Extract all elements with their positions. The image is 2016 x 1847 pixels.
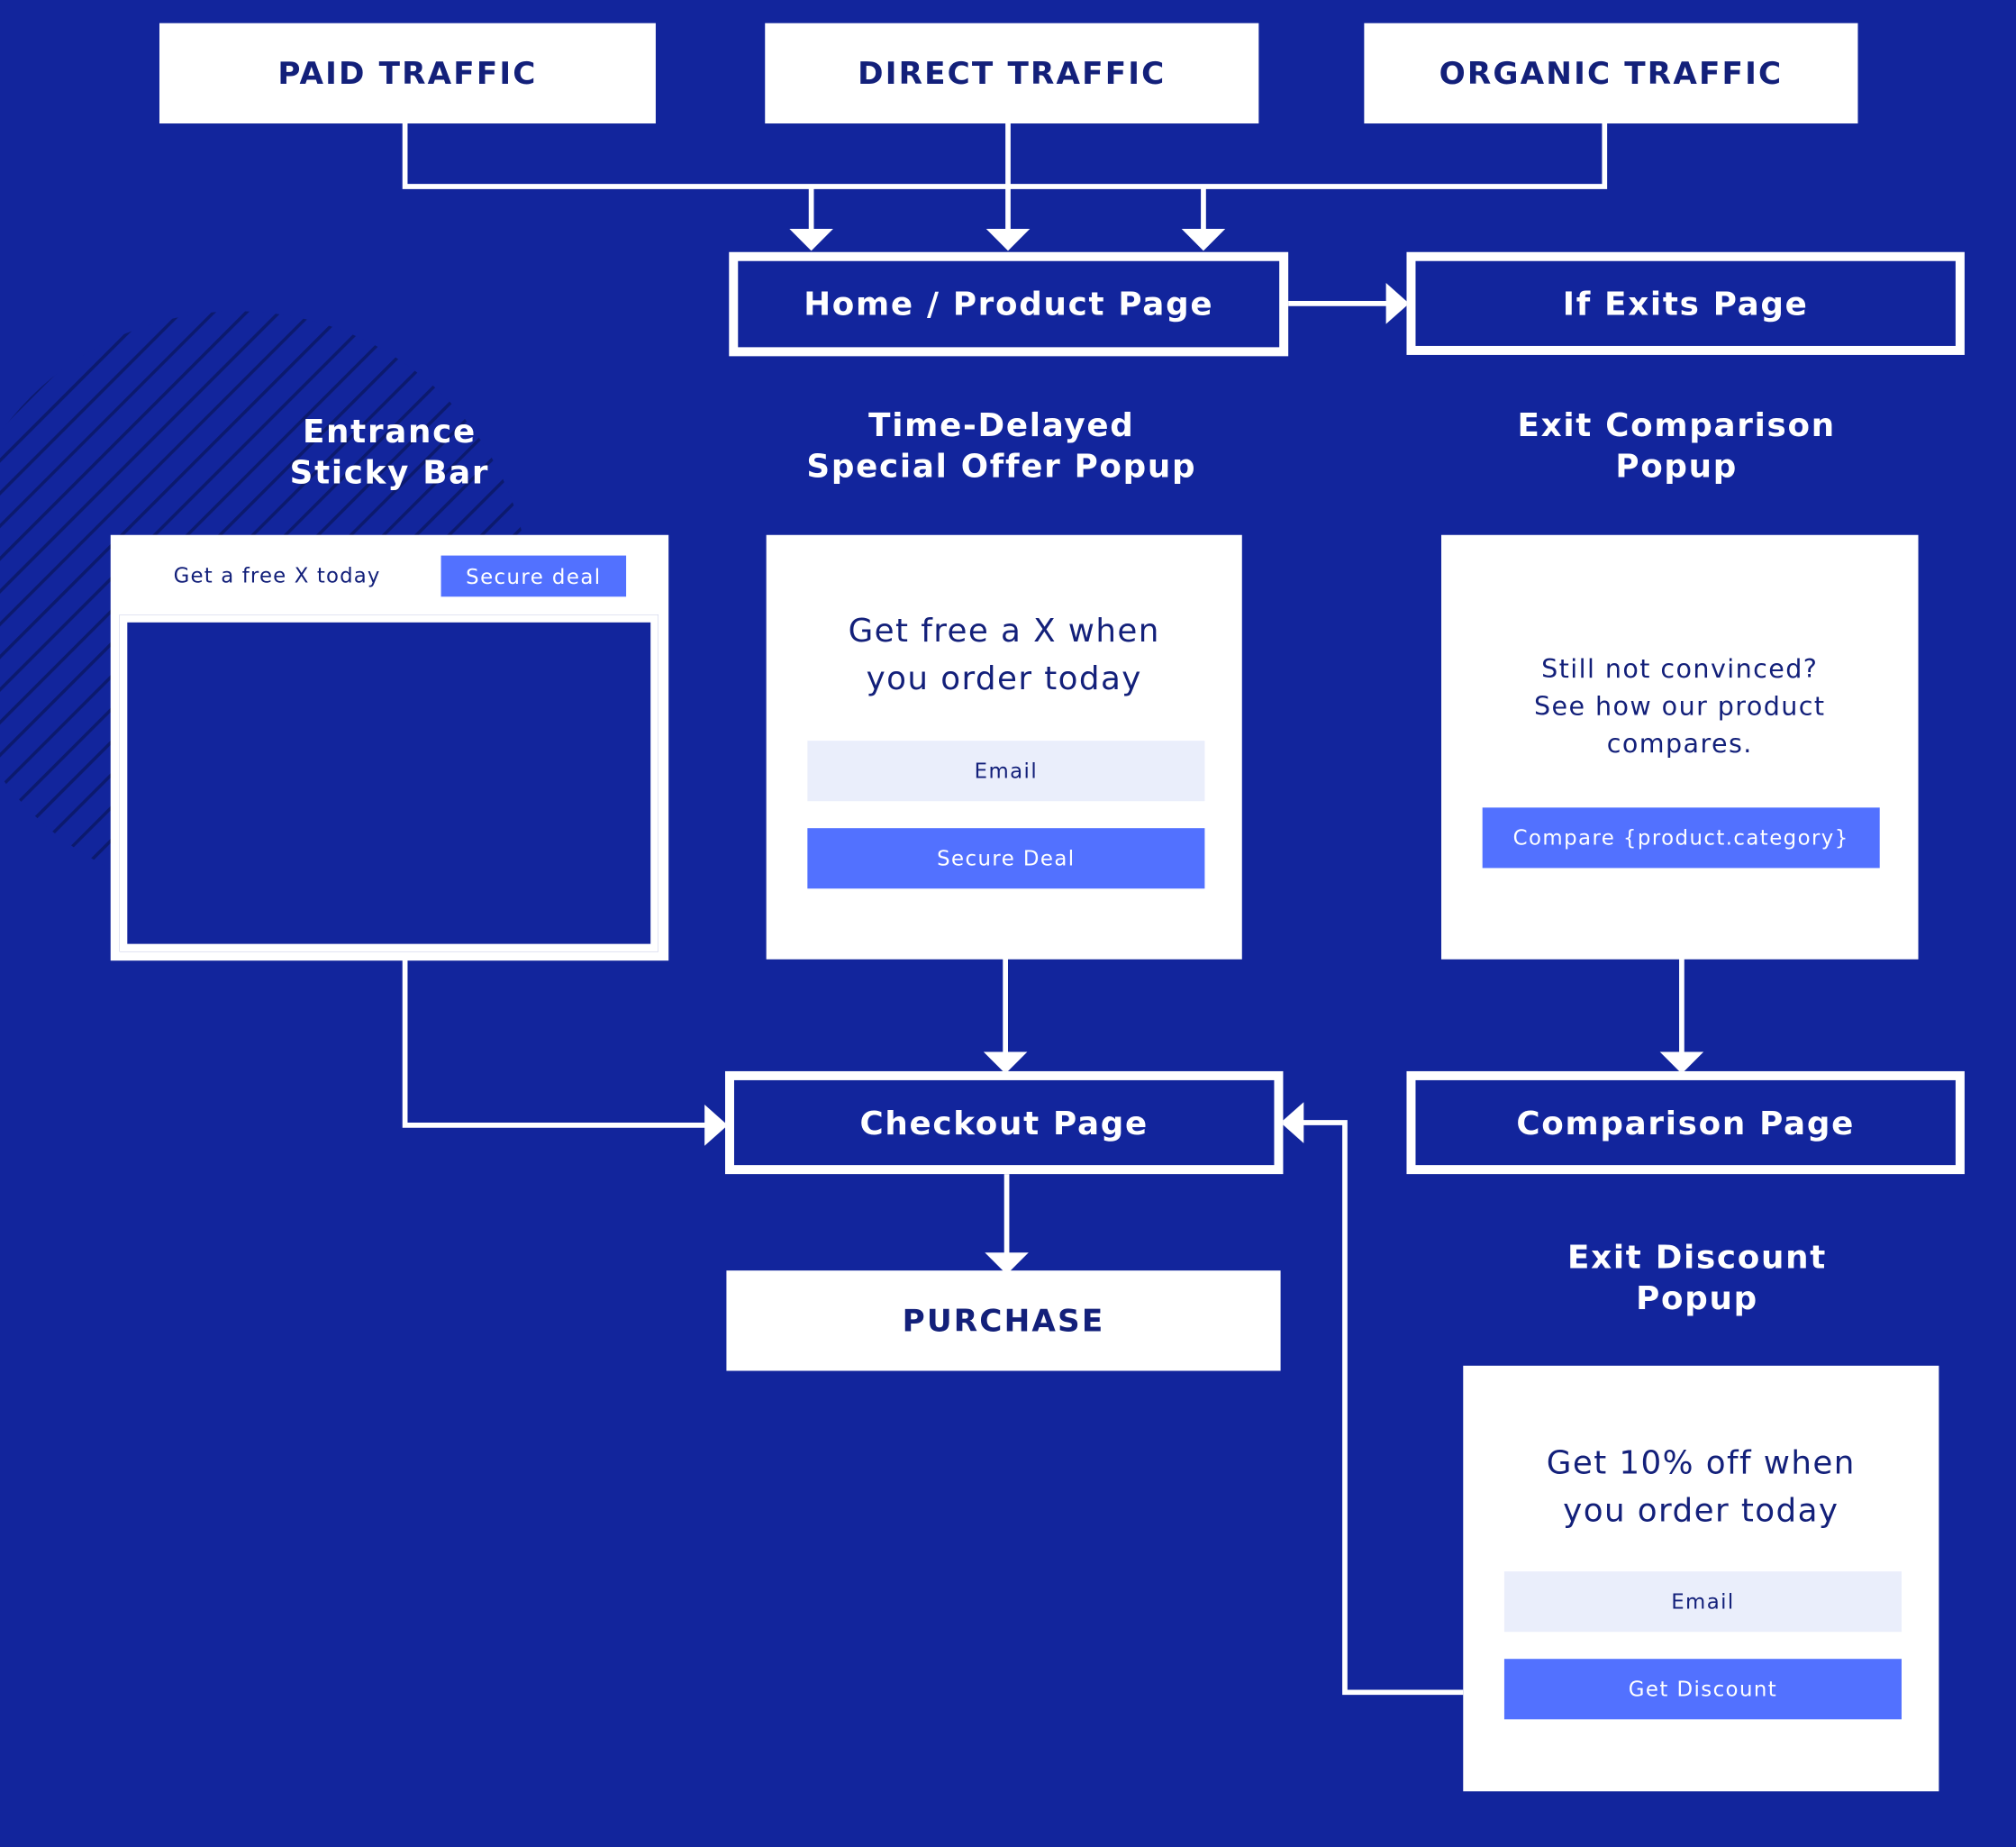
exit-comparison-popup-mockup: Still not convinced? See how our product… xyxy=(1441,534,1919,960)
connector-paid-traffic xyxy=(402,123,1608,189)
entrance-title-line-1: Entrance xyxy=(302,413,477,450)
connector-sticky-to-checkout xyxy=(402,958,708,1128)
time-delayed-popup-mockup: Get free a X when you order today Email … xyxy=(766,534,1242,960)
exit-comparison-text-line-1: Still not convinced? xyxy=(1541,653,1819,685)
exit-comparison-text-line-3: compares. xyxy=(1606,727,1753,760)
sticky-bar-page-preview xyxy=(119,614,658,952)
exit-comparison-title-line-2: Popup xyxy=(1615,447,1739,486)
purchase-label: PURCHASE xyxy=(902,1302,1105,1339)
time-delayed-popup-title: Time-Delayed Special Offer Popup xyxy=(767,405,1237,487)
offer-secure-deal-button[interactable]: Secure Deal xyxy=(807,828,1205,889)
exit-discount-headline-line-2: you order today xyxy=(1563,1491,1839,1530)
paid-traffic-box: PAID TRAFFIC xyxy=(159,23,656,124)
organic-traffic-label: ORGANIC TRAFFIC xyxy=(1439,55,1784,92)
checkout-page-box: Checkout Page xyxy=(724,1070,1284,1175)
time-delayed-title-line-1: Time-Delayed xyxy=(868,406,1135,444)
purchase-box: PURCHASE xyxy=(726,1270,1281,1371)
exit-discount-popup-mockup: Get 10% off when you order today Email G… xyxy=(1463,1365,1939,1792)
arrowhead-checkout-right xyxy=(1280,1102,1304,1143)
discount-email-field[interactable]: Email xyxy=(1503,1571,1902,1633)
exit-page-label: If Exits Page xyxy=(1562,285,1809,323)
entrance-sticky-bar-mockup: Get a free X today Secure deal xyxy=(110,534,669,961)
compare-category-button[interactable]: Compare {product.category} xyxy=(1482,807,1880,869)
time-delayed-title-line-2: Special Offer Popup xyxy=(806,447,1197,486)
time-delayed-headline-line-1: Get free a X when xyxy=(848,612,1160,650)
get-discount-button[interactable]: Get Discount xyxy=(1503,1659,1902,1720)
arrowhead-exit-page xyxy=(1385,283,1410,324)
direct-traffic-label: DIRECT TRAFFIC xyxy=(858,55,1167,92)
time-delayed-headline: Get free a X when you order today xyxy=(767,607,1242,703)
exit-discount-headline: Get 10% off when you order today xyxy=(1463,1439,1939,1534)
entrance-sticky-bar-title: Entrance Sticky Bar xyxy=(205,412,573,494)
exit-discount-title-line-2: Popup xyxy=(1636,1279,1758,1317)
comparison-page-box: Comparison Page xyxy=(1406,1070,1965,1175)
organic-traffic-box: ORGANIC TRAFFIC xyxy=(1364,23,1858,124)
checkout-page-label: Checkout Page xyxy=(859,1104,1149,1142)
home-product-page-box: Home / Product Page xyxy=(729,251,1289,357)
arrowhead-traffic-center xyxy=(985,229,1031,251)
arrowhead-purchase xyxy=(985,1252,1029,1275)
exit-page-box: If Exits Page xyxy=(1406,251,1965,355)
exit-discount-popup-title: Exit Discount Popup xyxy=(1463,1237,1931,1319)
arrowhead-checkout-top xyxy=(983,1051,1028,1074)
comparison-page-label: Comparison Page xyxy=(1516,1104,1855,1142)
secure-deal-button[interactable]: Secure deal xyxy=(440,555,627,597)
arrowhead-checkout-left xyxy=(704,1105,728,1146)
exit-comparison-text: Still not convinced? See how our product… xyxy=(1441,651,1919,762)
home-product-page-label: Home / Product Page xyxy=(804,285,1214,323)
time-delayed-headline-line-2: you order today xyxy=(866,660,1142,697)
exit-comparison-title-line-1: Exit Comparison xyxy=(1517,406,1836,444)
sticky-bar-text: Get a free X today xyxy=(173,563,381,588)
connector-discount-to-checkout xyxy=(1301,1120,1464,1696)
arrowhead-traffic-right xyxy=(1181,229,1226,251)
exit-discount-headline-line-1: Get 10% off when xyxy=(1546,1443,1856,1482)
arrowhead-traffic-left xyxy=(789,229,833,251)
exit-discount-title-line-1: Exit Discount xyxy=(1567,1238,1828,1276)
arrowhead-comparison-page xyxy=(1659,1051,1704,1074)
paid-traffic-label: PAID TRAFFIC xyxy=(277,55,538,92)
offer-email-field[interactable]: Email xyxy=(807,741,1205,802)
entrance-title-line-2: Sticky Bar xyxy=(289,453,490,492)
exit-comparison-text-line-2: See how our product xyxy=(1533,690,1826,722)
direct-traffic-box: DIRECT TRAFFIC xyxy=(765,23,1259,124)
exit-comparison-popup-title: Exit Comparison Popup xyxy=(1441,405,1912,487)
